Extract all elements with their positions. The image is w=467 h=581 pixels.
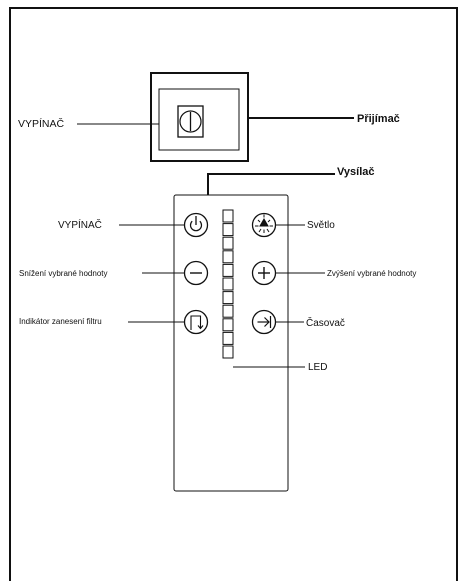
led-indicator bbox=[222, 318, 234, 332]
receiver-switch-label: VYPÍNAČ bbox=[18, 117, 65, 130]
filter-reset-icon bbox=[190, 315, 204, 330]
led-indicator bbox=[222, 209, 234, 223]
receiver-label: Přijímač bbox=[357, 113, 400, 125]
power-button[interactable] bbox=[183, 212, 209, 238]
timer-arrow-icon bbox=[257, 316, 272, 328]
led-indicator bbox=[222, 223, 234, 237]
timer-label: Časovač bbox=[306, 316, 345, 329]
light-button[interactable] bbox=[251, 212, 277, 238]
receiver-inner-panel bbox=[158, 88, 240, 151]
led-indicator bbox=[222, 345, 234, 359]
led-indicator bbox=[222, 277, 234, 291]
light-label: Světlo bbox=[307, 220, 335, 231]
filter-indicator-label: Indikátor zanesení filtru bbox=[19, 317, 102, 326]
remote-power-label: VYPÍNAČ bbox=[58, 218, 102, 231]
plus-icon bbox=[258, 267, 270, 279]
led-indicator bbox=[222, 331, 234, 345]
transmitter-label: Vysílač bbox=[337, 166, 375, 178]
led-indicator bbox=[222, 291, 234, 305]
led-label: LED bbox=[308, 362, 327, 373]
filter-button[interactable] bbox=[183, 309, 209, 335]
transmitter-leader bbox=[207, 173, 335, 195]
led-column bbox=[222, 209, 234, 359]
light-icon bbox=[255, 214, 273, 233]
decrease-button[interactable] bbox=[183, 260, 209, 286]
led-indicator bbox=[222, 250, 234, 264]
remote-body bbox=[173, 194, 289, 492]
led-indicator bbox=[222, 304, 234, 318]
led-indicator bbox=[222, 236, 234, 250]
receiver-unit bbox=[150, 72, 249, 162]
timer-button[interactable] bbox=[251, 309, 277, 335]
decrease-label: Snížení vybrané hodnoty bbox=[19, 269, 108, 278]
increase-button[interactable] bbox=[251, 260, 277, 286]
power-icon bbox=[189, 216, 203, 232]
power-rocker-icon bbox=[177, 105, 204, 138]
increase-label: Zvýšení vybrané hodnoty bbox=[327, 269, 416, 278]
led-indicator bbox=[222, 263, 234, 277]
page-frame bbox=[9, 7, 458, 581]
